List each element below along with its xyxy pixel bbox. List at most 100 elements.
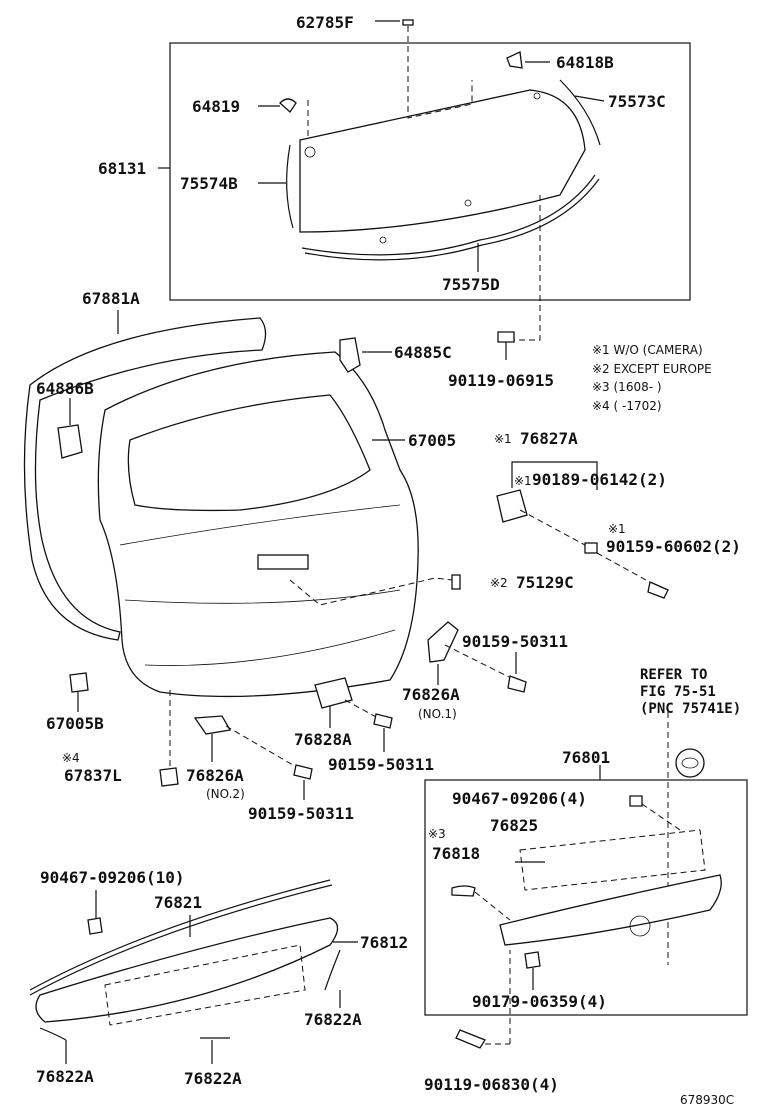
label-76827a: 76827A: [520, 429, 578, 448]
label-90119-06830: 90119-06830(4): [424, 1075, 559, 1094]
label-90159-50311-b: 90159-50311: [328, 755, 434, 774]
label-75573c: 75573C: [608, 92, 666, 111]
moulding-76822a: [39, 1027, 67, 1041]
label-76821: 76821: [154, 893, 202, 912]
label-67005: 67005: [408, 431, 456, 450]
label-76818: 76818: [432, 844, 480, 863]
door-window-opening: [127, 394, 371, 512]
part-62785f: [402, 19, 414, 26]
screw-90467-09206-4: [629, 795, 643, 807]
refer-line-3: (PNC 75741E): [640, 701, 741, 717]
leader-line: [512, 195, 541, 341]
refer-line-2: FIG 75-51: [640, 684, 716, 700]
leader-line: [574, 95, 605, 102]
side-moulding-75574b: [286, 144, 294, 229]
garnish-dash-outline: [519, 829, 706, 891]
nut-90159-60602: [584, 542, 598, 554]
glass-stud: [379, 236, 387, 244]
label-76826a-no1: 76826A: [402, 685, 460, 704]
label-76801: 76801: [562, 748, 610, 767]
label-90467-09206-10: 90467-09206(10): [40, 868, 185, 887]
moulding-76821: [29, 879, 331, 991]
clip-64819: [279, 98, 297, 113]
side-moulding-75573c: [559, 79, 601, 146]
leader-line: [225, 725, 299, 769]
clip-76818: [451, 885, 476, 897]
bracket-76827a: [496, 489, 528, 523]
label-76822a-center: 76822A: [184, 1069, 242, 1088]
nut-90179-06359: [524, 951, 541, 969]
label-68131: 68131: [98, 159, 146, 178]
label-90189-06142: 90189-06142(2): [532, 470, 667, 489]
mark-1: ※1: [608, 522, 626, 536]
mark-4: ※4: [62, 751, 80, 765]
label-67005b: 67005B: [46, 714, 104, 733]
leader-line: [596, 552, 656, 586]
glass-stud: [464, 199, 472, 207]
glass-stud: [533, 92, 541, 100]
bracket-76828a: [314, 677, 353, 709]
refer-line-1: REFER TO: [640, 667, 707, 683]
note-4: ※4 ( -1702): [592, 399, 662, 413]
leader-line: [344, 699, 379, 719]
label-64886b: 64886B: [36, 379, 94, 398]
label-76812: 76812: [360, 933, 408, 952]
glass-stud: [304, 146, 316, 158]
emblem-ring: [681, 757, 699, 769]
label-64818b: 64818B: [556, 53, 614, 72]
label-76822a-left: 76822A: [36, 1067, 94, 1086]
label-67881a: 67881A: [82, 289, 140, 308]
garnish-group-box: [424, 779, 748, 1016]
bracket-64885c: [339, 337, 361, 373]
label-76825: 76825: [490, 816, 538, 835]
label-62785f: 62785F: [296, 13, 354, 32]
screw-90159-50311-a: [507, 675, 527, 693]
garnish-76801: [499, 874, 722, 946]
label-76826a-no2-sub: (NO.2): [206, 787, 245, 801]
mark-2: ※2: [490, 576, 508, 590]
door-latch-area: [257, 554, 309, 570]
garnish-dash-outline: [104, 944, 306, 1026]
door-inner-line: [124, 589, 401, 604]
label-75574b: 75574B: [180, 174, 238, 193]
note-1: ※1 W/O (CAMERA): [592, 343, 703, 357]
back-window-glass-68131: [299, 89, 586, 233]
label-76826a-no1-sub: (NO.1): [418, 707, 457, 721]
leader-line: [641, 803, 681, 831]
weatherstrip-67881a: [23, 317, 267, 641]
bracket-64886b: [57, 424, 83, 459]
label-75129c: 75129C: [516, 573, 574, 592]
label-75575d: 75575D: [442, 275, 500, 294]
door-inner-line: [119, 504, 401, 546]
leader-line: [289, 577, 453, 606]
leader-line: [444, 644, 516, 681]
stopper-67837l: [159, 767, 179, 787]
label-76828a: 76828A: [294, 730, 352, 749]
screw-90159-60602: [647, 581, 669, 599]
back-door-panel-67005: [97, 351, 419, 698]
label-90179-06359: 90179-06359(4): [472, 992, 607, 1011]
moulding-76821-edge: [29, 884, 333, 996]
leader-line: [474, 891, 511, 921]
bracket-64818b: [506, 51, 523, 69]
label-90119-06915: 90119-06915: [448, 371, 554, 390]
mark-1: ※1: [494, 432, 512, 446]
label-76826a-no2: 76826A: [186, 766, 244, 785]
mark-1: ※1: [514, 474, 532, 488]
label-90159-60602: 90159-60602(2): [606, 537, 741, 556]
mark-3: ※3: [428, 827, 446, 841]
screw-90467-09206-10: [87, 917, 103, 935]
garnish-76812: [35, 917, 339, 1023]
note-3: ※3 (1608- ): [592, 380, 662, 394]
label-67837l: 67837L: [64, 766, 122, 785]
label-64819: 64819: [192, 97, 240, 116]
bolt-90119-06915: [497, 331, 515, 343]
label-90159-50311-a: 90159-50311: [462, 632, 568, 651]
part-75129c: [451, 574, 461, 590]
leader-bracket: [511, 461, 598, 490]
bracket-76826a-no1: [427, 621, 459, 663]
moulding-76822a: [324, 949, 341, 991]
label-76822a-right: 76822A: [304, 1010, 362, 1029]
screw-90159-50311-b: [373, 713, 393, 729]
clip-67005b: [69, 672, 89, 693]
